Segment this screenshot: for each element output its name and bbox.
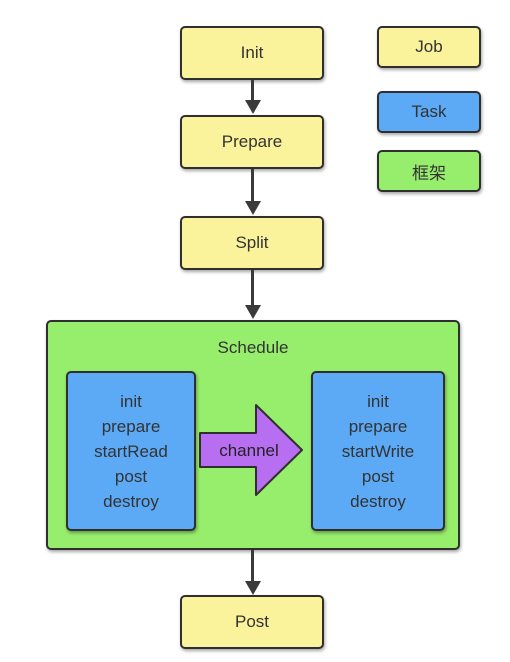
writer-task-line: post: [361, 466, 395, 486]
arrow-split-schedule: [251, 270, 254, 309]
channel-arrow: channel: [199, 404, 303, 496]
reader-task-line: init: [120, 391, 142, 411]
post-label: Post: [234, 612, 270, 631]
arrow-head-split-schedule: [245, 305, 261, 319]
legend-framework-label: 框架: [412, 163, 446, 183]
post-node: Post: [180, 595, 324, 649]
reader-task-line: prepare: [101, 416, 161, 436]
reader-task-box: init prepare startRead post destroy: [66, 371, 196, 531]
prepare-label: Prepare: [221, 132, 283, 151]
reader-task-line: post: [114, 466, 148, 486]
arrow-schedule-post: [251, 550, 254, 585]
schedule-title: Schedule: [217, 338, 289, 357]
writer-task-line: destroy: [350, 491, 406, 511]
split-label: Split: [235, 233, 269, 252]
legend-task: Task: [377, 91, 481, 133]
legend-job-label: Job: [415, 37, 443, 56]
arrow-head-prepare-split: [245, 201, 261, 215]
legend-task-label: Task: [411, 102, 447, 121]
writer-task-line: startWrite: [341, 441, 415, 461]
legend-framework: 框架: [377, 150, 481, 192]
prepare-node: Prepare: [180, 115, 324, 169]
writer-task-line: init: [367, 391, 389, 411]
arrow-prepare-split: [251, 169, 254, 205]
writer-task-line: prepare: [348, 416, 408, 436]
init-label: Init: [240, 43, 264, 62]
reader-task-line: startRead: [94, 441, 168, 461]
arrow-init-prepare: [251, 80, 254, 104]
reader-task-line: destroy: [103, 491, 159, 511]
arrow-head-init-prepare: [245, 100, 261, 114]
legend-job: Job: [377, 26, 481, 68]
channel-label: channel: [219, 441, 279, 460]
init-node: Init: [180, 26, 324, 80]
arrow-head-schedule-post: [245, 581, 261, 595]
writer-task-box: init prepare startWrite post destroy: [311, 371, 445, 531]
split-node: Split: [180, 216, 324, 270]
